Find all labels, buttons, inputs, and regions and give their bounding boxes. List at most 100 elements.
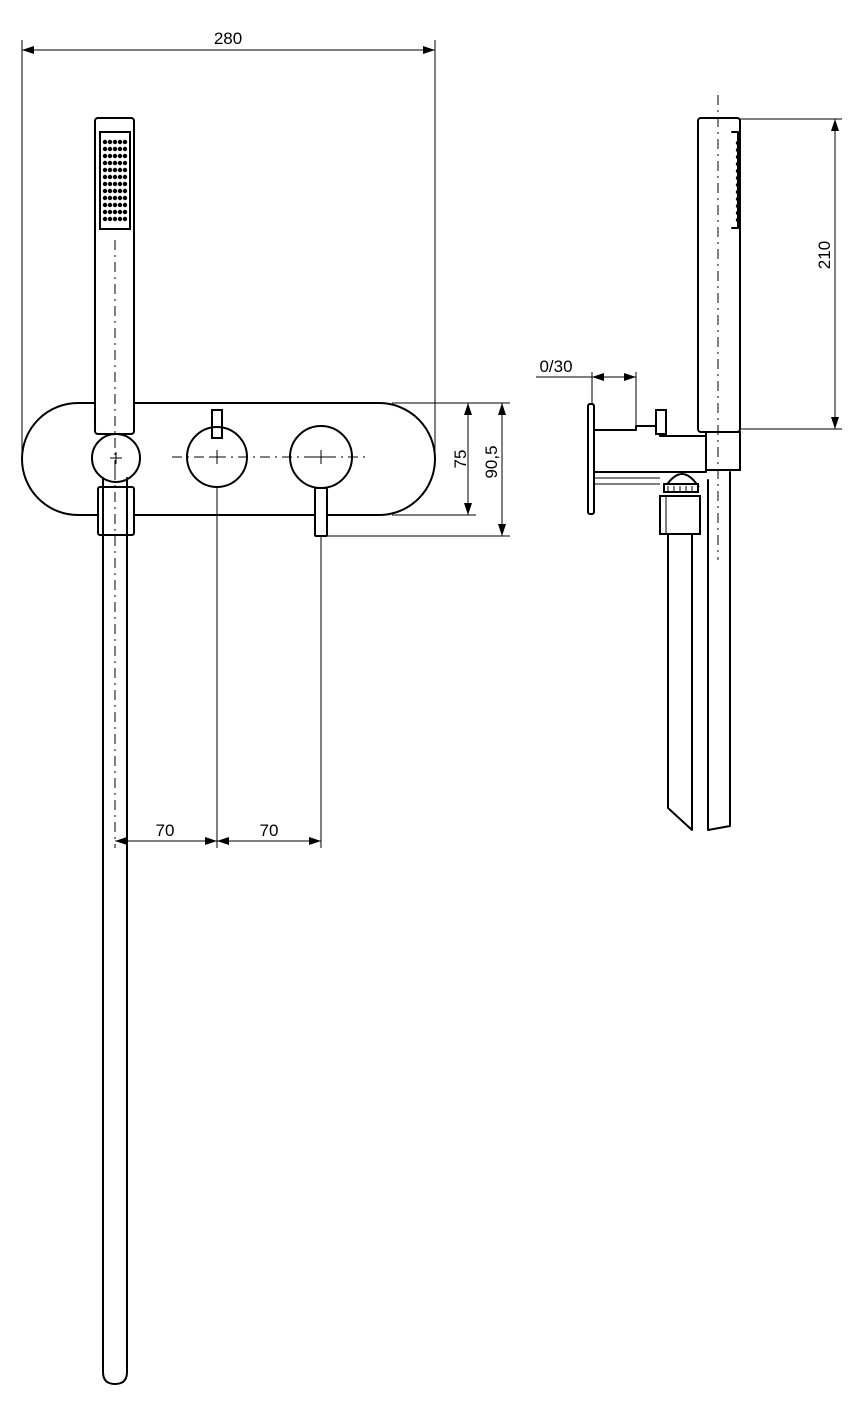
nozzle-dot <box>117 174 123 180</box>
side-nozzle-dot <box>735 196 741 202</box>
side-nozzle-dot <box>735 154 741 160</box>
shower-hose <box>102 477 128 1385</box>
nozzle-dot <box>107 181 113 187</box>
dim-spacing-left-label: 70 <box>156 821 175 840</box>
dim-handshower-length: 210 <box>740 118 842 430</box>
nozzle-dot <box>102 167 108 173</box>
side-spray-nozzles <box>735 140 741 223</box>
nozzle-dot <box>107 209 113 215</box>
nozzle-dot <box>117 202 123 208</box>
nozzle-dot <box>122 202 128 208</box>
nozzle-dot <box>107 146 113 152</box>
nozzle-dot <box>107 188 113 194</box>
nozzle-dot <box>112 160 118 166</box>
nozzle-dot <box>107 216 113 222</box>
nozzle-dot <box>102 195 108 201</box>
nozzle-dot <box>112 195 118 201</box>
side-nozzle-dot <box>735 175 741 181</box>
nozzle-dot <box>107 195 113 201</box>
nozzle-dot <box>122 160 128 166</box>
side-nozzle-dot <box>735 217 741 223</box>
dim-spacing-right-label: 70 <box>260 821 279 840</box>
dim-projection: 0/30 <box>536 357 637 426</box>
nozzle-dot <box>102 181 108 187</box>
hose-connector <box>659 473 701 535</box>
nozzle-dot <box>112 188 118 194</box>
nozzle-dot <box>107 160 113 166</box>
nozzle-dot <box>122 209 128 215</box>
nozzle-dot <box>112 174 118 180</box>
nozzle-dot <box>117 188 123 194</box>
dim-plate-height: 75 <box>392 402 510 516</box>
nozzle-dot <box>112 181 118 187</box>
dim-lever-height: 90,5 <box>327 403 510 537</box>
nozzle-dot <box>117 181 123 187</box>
wall-flange <box>587 403 595 515</box>
nozzle-dot <box>102 174 108 180</box>
diverter-knob <box>186 409 248 488</box>
nozzle-dot <box>107 202 113 208</box>
side-nozzle-dot <box>735 140 741 146</box>
nozzle-dot <box>117 146 123 152</box>
nozzle-dot <box>107 167 113 173</box>
spray-nozzles <box>102 139 128 222</box>
nozzle-dot <box>117 195 123 201</box>
front-view: 280 70 70 75 90,5 <box>21 29 510 1385</box>
side-nozzle-dot <box>735 161 741 167</box>
side-view: 0/30 210 <box>536 95 842 831</box>
side-hose-1 <box>667 533 693 831</box>
dim-projection-label: 0/30 <box>539 357 572 376</box>
nozzle-dot <box>112 209 118 215</box>
nozzle-dot <box>112 167 118 173</box>
nozzle-dot <box>117 139 123 145</box>
nozzle-dot <box>117 160 123 166</box>
side-hand-shower <box>697 117 741 471</box>
hose-holder <box>91 433 141 536</box>
nozzle-dot <box>107 153 113 159</box>
nozzle-dot <box>107 174 113 180</box>
nozzle-dot <box>117 209 123 215</box>
nozzle-dot <box>112 146 118 152</box>
nozzle-dot <box>102 209 108 215</box>
nozzle-dot <box>102 139 108 145</box>
nozzle-dot <box>112 216 118 222</box>
valve-body <box>593 425 707 473</box>
nozzle-dot <box>122 153 128 159</box>
nozzle-dot <box>122 195 128 201</box>
side-nozzle-dot <box>735 147 741 153</box>
side-nozzle-dot <box>735 189 741 195</box>
nozzle-dot <box>122 174 128 180</box>
dim-lever-height-label: 90,5 <box>482 445 501 478</box>
nozzle-dot <box>122 216 128 222</box>
nozzle-dot <box>112 202 118 208</box>
nozzle-dot <box>102 146 108 152</box>
nozzle-dot <box>122 181 128 187</box>
side-nozzle-dot <box>735 203 741 209</box>
dim-plate-height-label: 75 <box>451 450 470 469</box>
nozzle-dot <box>102 216 108 222</box>
nozzle-dot <box>122 167 128 173</box>
dim-overall-width: 280 <box>21 29 436 455</box>
nozzle-dot <box>117 216 123 222</box>
side-nozzle-dot <box>735 168 741 174</box>
nozzle-dot <box>122 139 128 145</box>
nozzle-dot <box>122 146 128 152</box>
side-nozzle-dot <box>735 182 741 188</box>
nozzle-dot <box>102 188 108 194</box>
side-hose-2 <box>707 471 731 831</box>
mixer-knob <box>289 425 353 537</box>
nozzle-dot <box>102 160 108 166</box>
nozzle-dot <box>102 202 108 208</box>
nozzle-dot <box>117 153 123 159</box>
nozzle-dot <box>117 167 123 173</box>
dim-spacing: 70 70 <box>115 821 321 845</box>
nozzle-dot <box>107 139 113 145</box>
nozzle-dot <box>112 153 118 159</box>
nozzle-dot <box>102 153 108 159</box>
wall-plate <box>21 402 436 516</box>
nozzle-dot <box>112 139 118 145</box>
hand-shower <box>94 117 135 478</box>
side-nozzle-dot <box>735 210 741 216</box>
dim-handshower-length-label: 210 <box>815 241 834 269</box>
